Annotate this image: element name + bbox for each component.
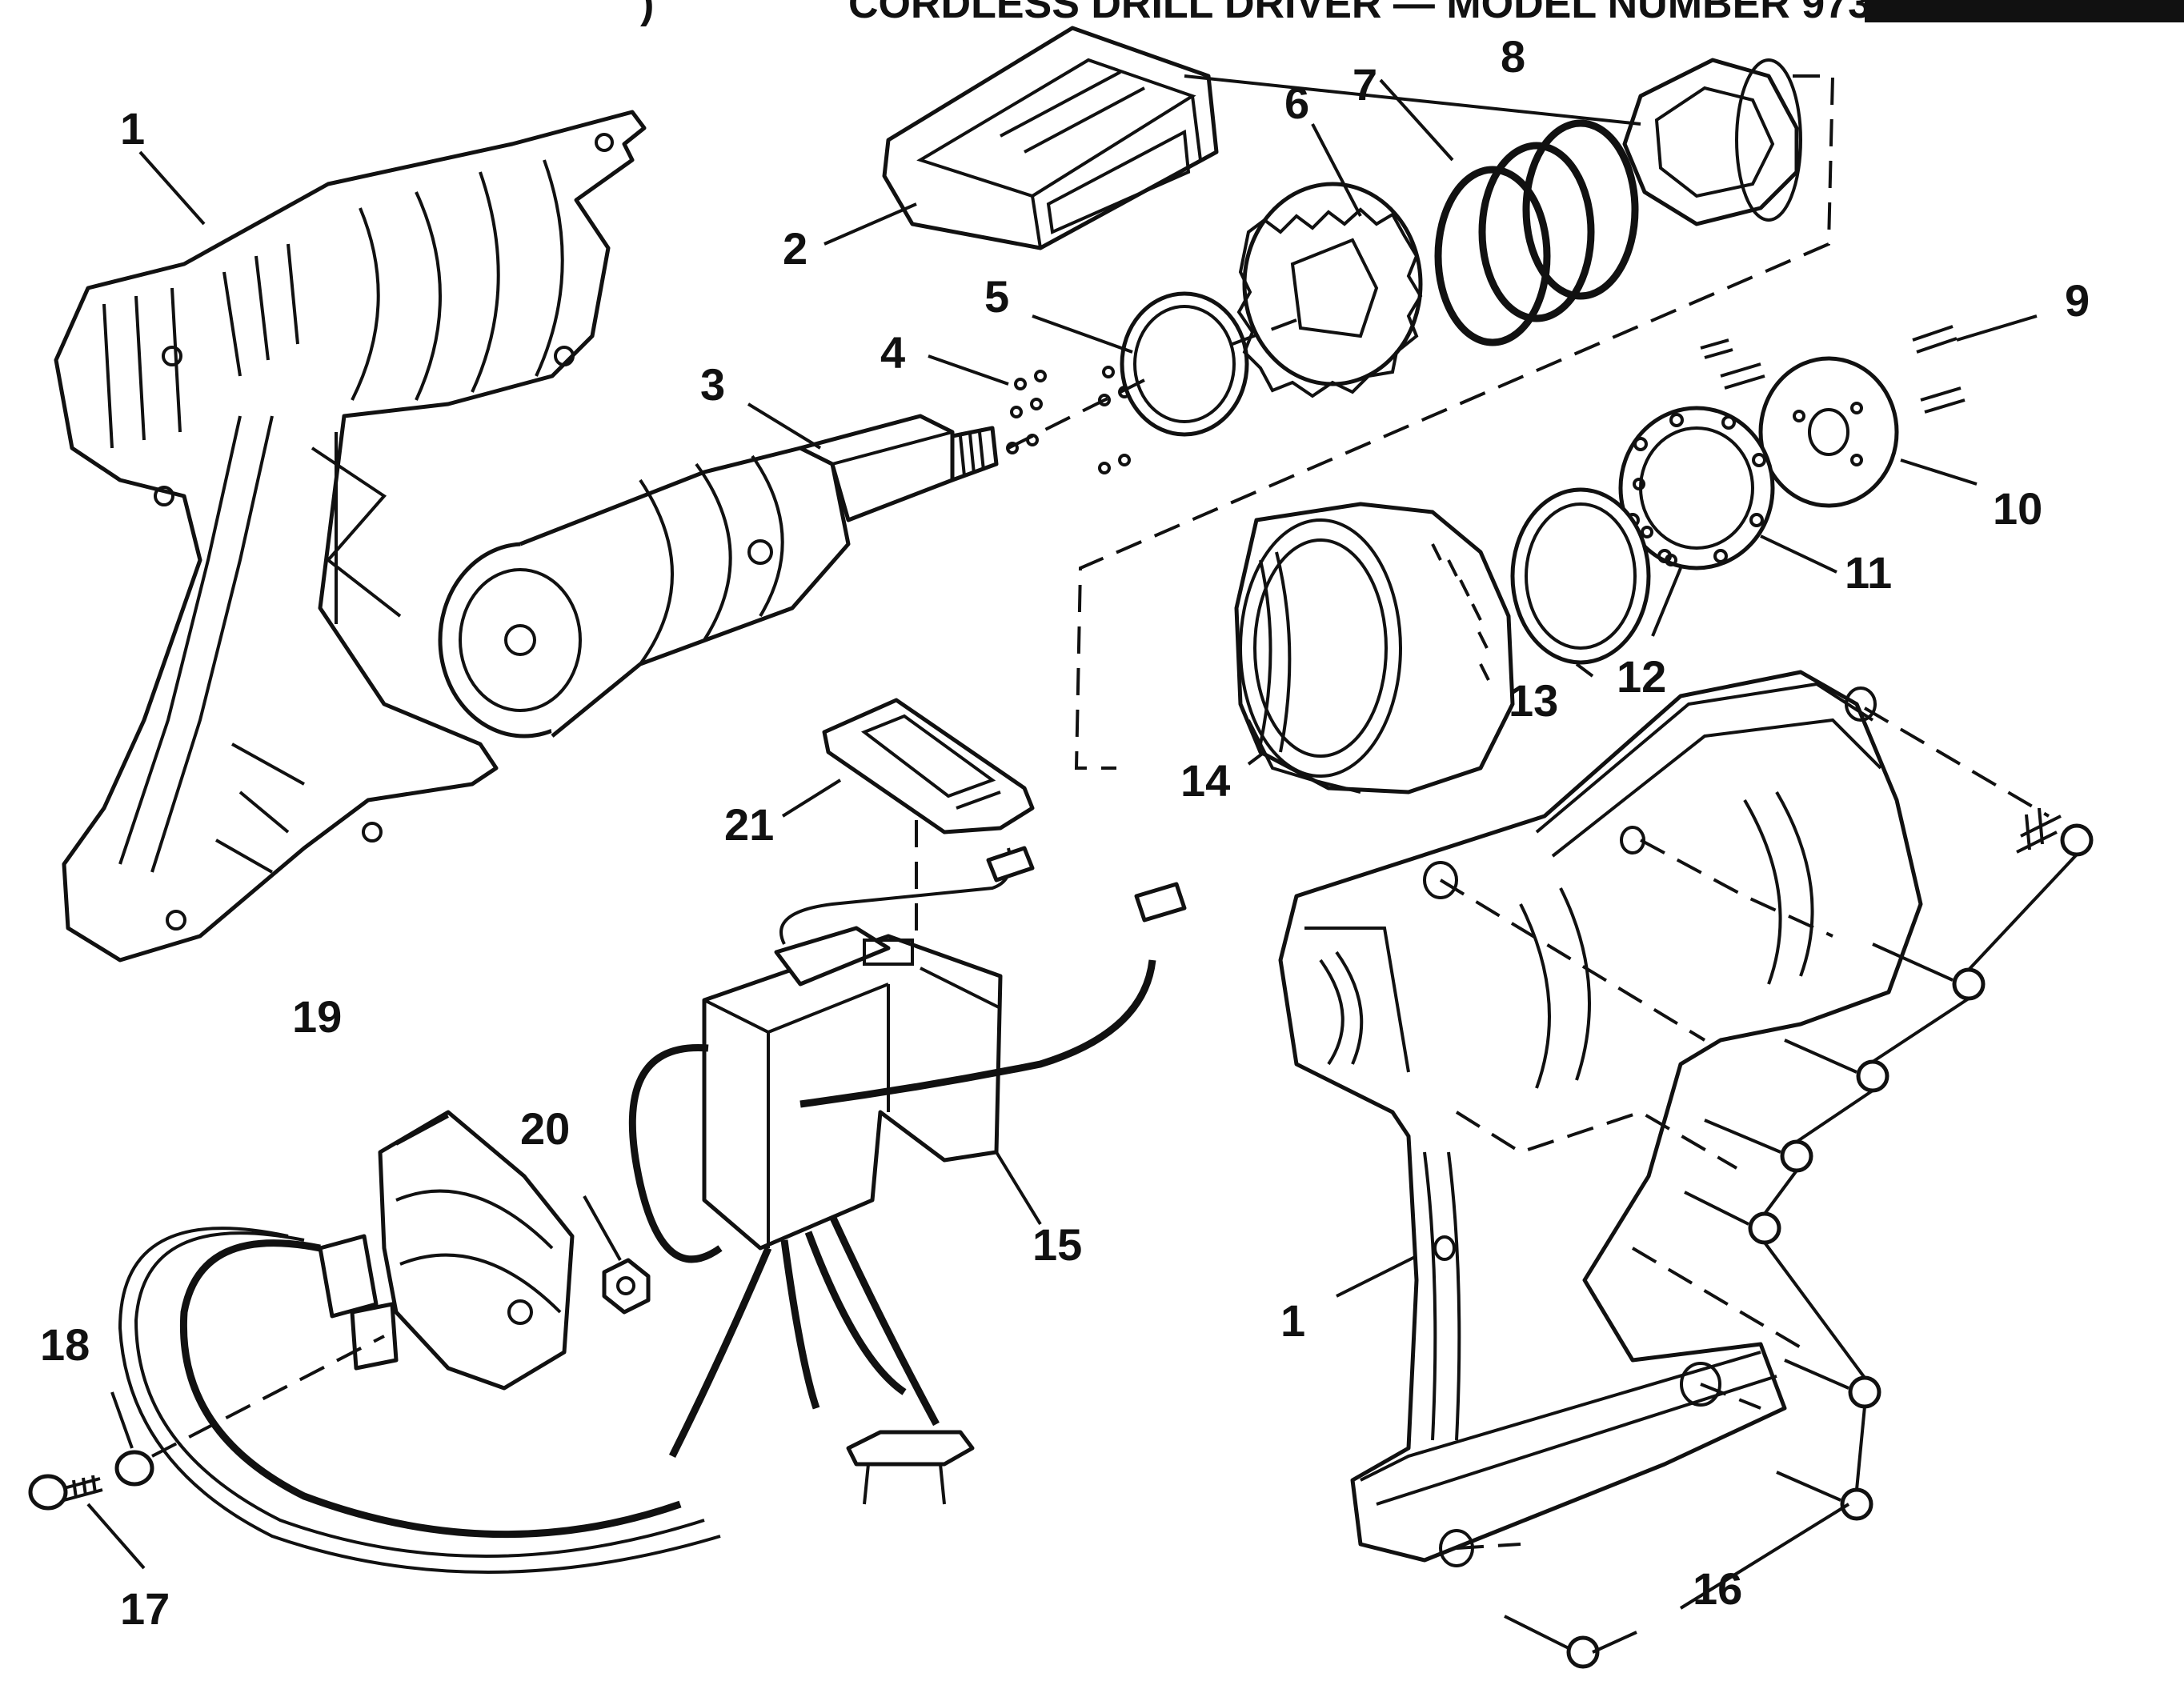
part-21-switch-actuator xyxy=(822,698,1035,834)
callout-8: 8 xyxy=(1501,31,1525,82)
callout-20: 20 xyxy=(520,1103,570,1154)
part-13-washer xyxy=(1510,487,1651,665)
part-18-o-ring xyxy=(114,1450,154,1487)
part-17-screw xyxy=(28,1474,103,1511)
part-15-switch-assembly xyxy=(628,846,1187,1505)
part-16-housing-screws xyxy=(1439,706,2094,1669)
title-bar-fill xyxy=(1865,0,2184,22)
callout-15: 15 xyxy=(1032,1219,1082,1270)
callout-leader-lines xyxy=(86,74,2038,1654)
part-10-end-plate xyxy=(1758,356,1899,508)
battery-lead-wires xyxy=(118,1227,721,1574)
callout-16: 16 xyxy=(1693,1563,1742,1614)
callout-17: 17 xyxy=(120,1583,170,1634)
part-14-gear-housing xyxy=(1234,502,1515,794)
callout-10: 10 xyxy=(1993,483,2042,534)
callout-18: 18 xyxy=(40,1319,90,1370)
callout-5: 5 xyxy=(984,271,1009,322)
housing-left-half xyxy=(54,110,647,963)
callout-3: 3 xyxy=(700,359,725,410)
part-12-small-balls xyxy=(1633,478,1677,566)
callout-labels: 1 2 3 4 5 6 7 8 9 10 11 12 13 14 15 1 16… xyxy=(40,31,2090,1634)
gearbox-group-boundary xyxy=(1074,74,1835,770)
callout-2: 2 xyxy=(783,223,807,274)
part-20-nut xyxy=(602,1258,651,1315)
part-11-gear-plate xyxy=(1618,406,1775,570)
part-3-motor xyxy=(438,414,999,738)
part-2-battery-cover xyxy=(882,26,1219,250)
callout-11: 11 xyxy=(1845,547,1892,598)
callout-4: 4 xyxy=(880,327,905,378)
part-7-spring xyxy=(1434,119,1639,346)
title-text: CORDLESS DRILL DRIVER — MODEL NUMBER 973… xyxy=(848,0,2017,27)
callout-6: 6 xyxy=(1284,78,1309,128)
callout-9: 9 xyxy=(2065,275,2090,326)
callout-21: 21 xyxy=(724,799,774,850)
housing-right-half xyxy=(1278,670,1923,1567)
part-8-clutch-collar xyxy=(1622,58,1802,226)
callout-7: 7 xyxy=(1352,59,1377,110)
callout-19: 19 xyxy=(292,991,342,1042)
callout-14: 14 xyxy=(1180,755,1230,806)
terminal-alignment-line xyxy=(151,1335,385,1458)
callout-13: 13 xyxy=(1509,675,1558,726)
part-19-terminal-block xyxy=(318,1110,575,1391)
part-6-clutch-ring xyxy=(1236,182,1423,398)
callout-1-bottom: 1 xyxy=(1280,1295,1305,1346)
diagram-title: ) CORDLESS DRILL DRIVER — MODEL NUMBER 9… xyxy=(640,0,2184,27)
part-4-ball-bearings xyxy=(1006,358,1135,474)
gearbox-axis-line xyxy=(1008,318,1297,450)
part-9-screws xyxy=(1700,325,1966,414)
callout-1-top: 1 xyxy=(120,103,145,154)
callout-12: 12 xyxy=(1617,651,1666,702)
part-5-washer-ring xyxy=(1120,291,1249,437)
title-leading-mark: ) xyxy=(640,0,654,27)
